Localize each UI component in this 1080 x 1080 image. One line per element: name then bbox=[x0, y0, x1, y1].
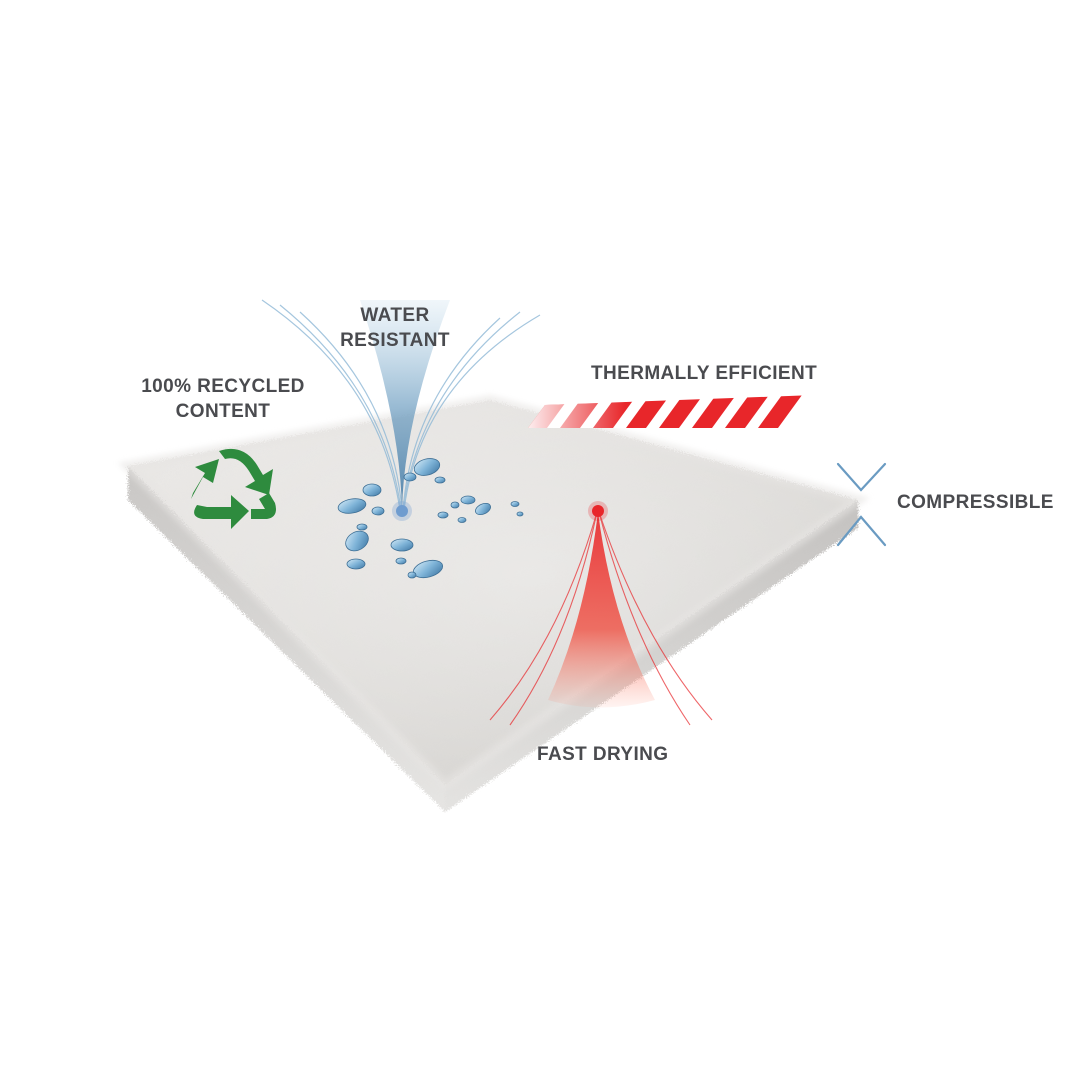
water-resistant-line2: RESISTANT bbox=[340, 330, 450, 351]
compressible-label: COMPRESSIBLE bbox=[897, 492, 1054, 513]
fast-drying-label: FAST DRYING bbox=[537, 744, 669, 765]
recycle-icon bbox=[191, 448, 276, 529]
recycled-content-label: 100% RECYCLED CONTENT bbox=[130, 374, 316, 424]
water-resistant-line1: WATER bbox=[360, 305, 430, 326]
water-resistant-label: WATER RESISTANT bbox=[330, 303, 460, 353]
thermally-efficient-label: THERMALLY EFFICIENT bbox=[591, 363, 818, 384]
heat-cone-icon bbox=[489, 501, 713, 726]
compress-arrows-icon bbox=[836, 462, 887, 547]
water-drops-icon bbox=[337, 458, 524, 579]
recycled-line2: CONTENT bbox=[175, 401, 271, 422]
recycled-line1: 100% RECYCLED bbox=[141, 376, 305, 397]
water-cone-icon bbox=[261, 299, 541, 521]
